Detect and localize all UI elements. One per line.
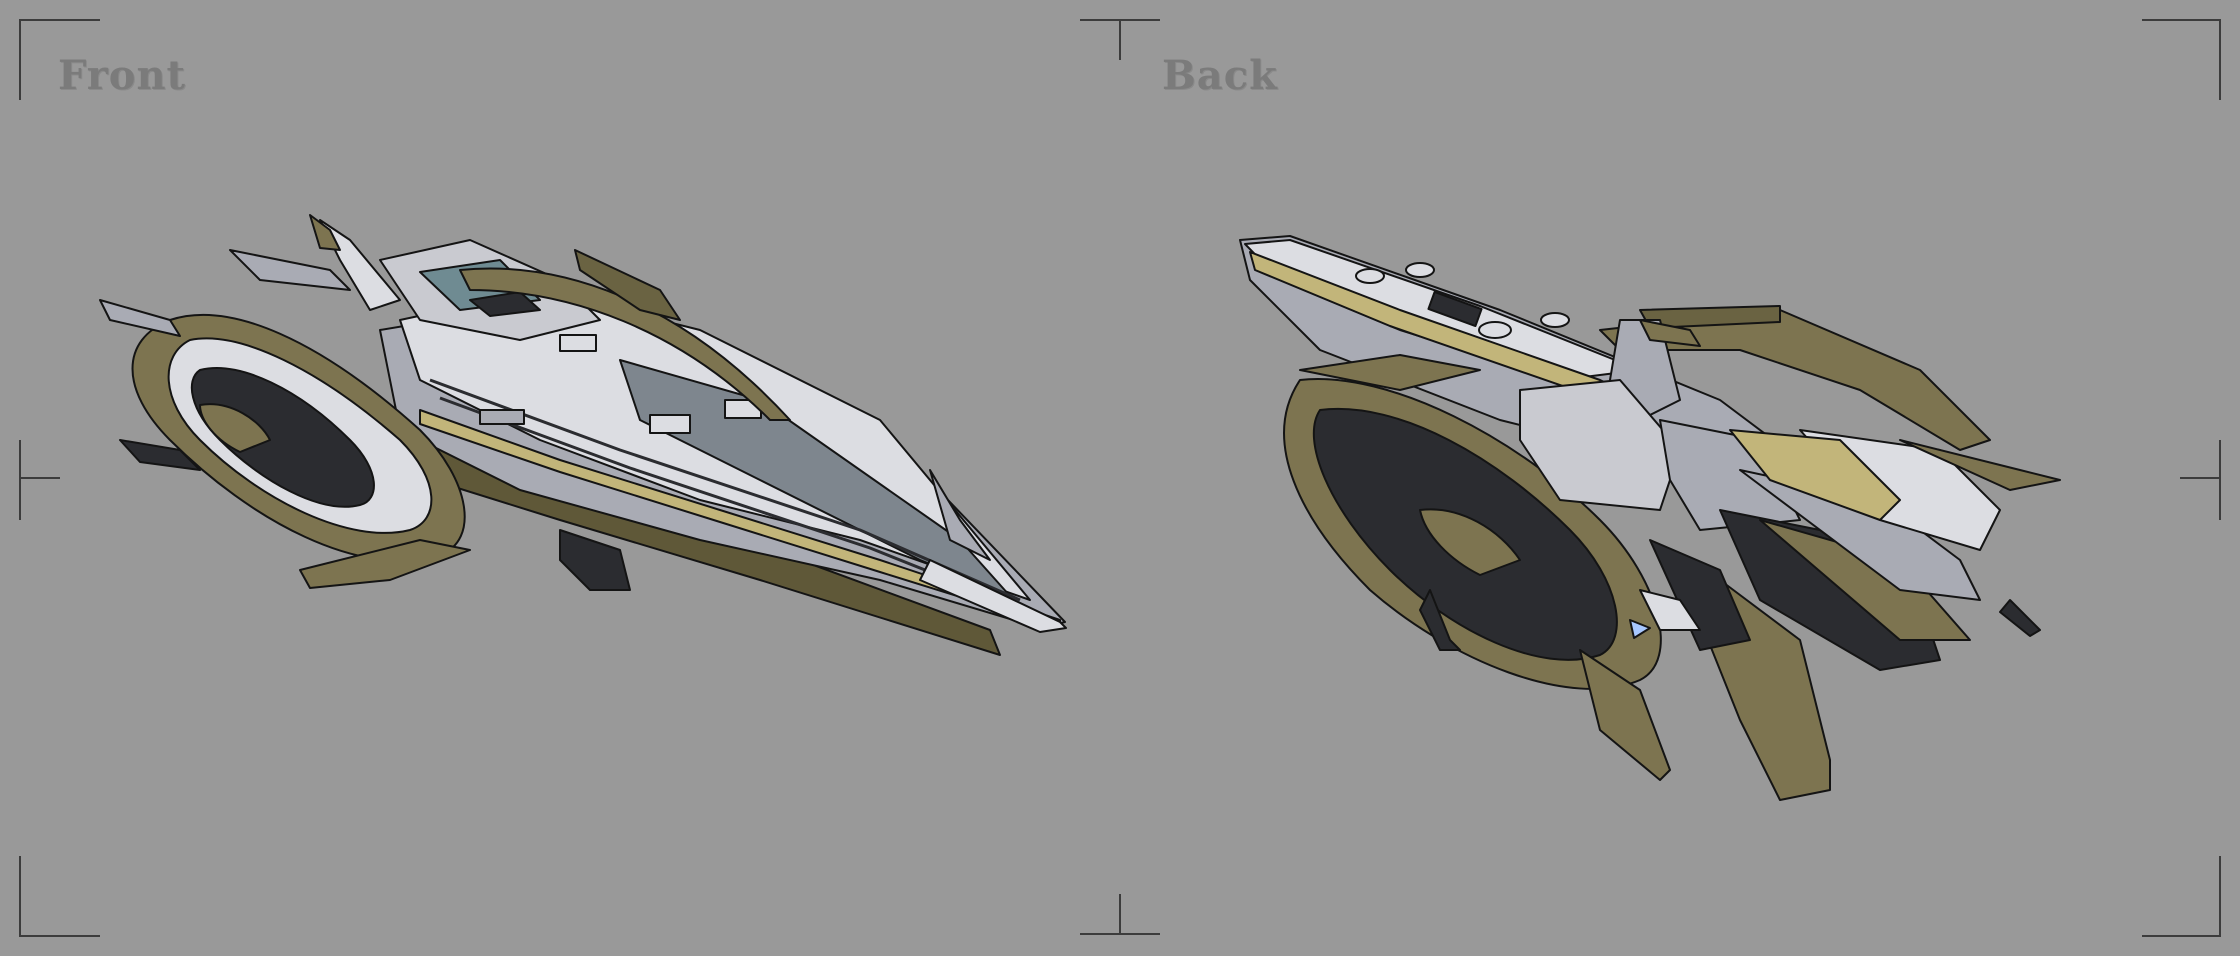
front-turret-1 [649,414,691,434]
crop-mark-top-left [19,19,100,100]
back-dome-3 [1478,321,1512,339]
front-nose [919,559,1067,633]
front-dorsal-fin [319,219,401,311]
front-view-label: Front [58,52,187,99]
crop-mark-bottom-center [1080,894,1160,935]
crop-mark-top-center [1080,19,1160,60]
crop-mark-left-center [19,440,60,520]
back-view-label: Back [1162,52,1278,99]
front-turret-3 [559,334,597,352]
front-upper-blade [574,249,681,321]
crop-mark-bottom-left [19,856,100,937]
crop-mark-top-right [2142,19,2221,100]
crop-mark-bottom-right [2142,856,2221,937]
back-dome-2 [1405,262,1435,278]
back-engine-glow [1629,619,1651,639]
crop-mark-right-center [2180,440,2221,520]
back-dome-1 [1355,268,1385,284]
front-engine-block [559,529,631,591]
back-ring-top-fin [1299,354,1481,391]
back-dome-4 [1540,312,1570,328]
front-lower-blade-left [299,539,471,589]
back-central-block [1519,379,1681,511]
